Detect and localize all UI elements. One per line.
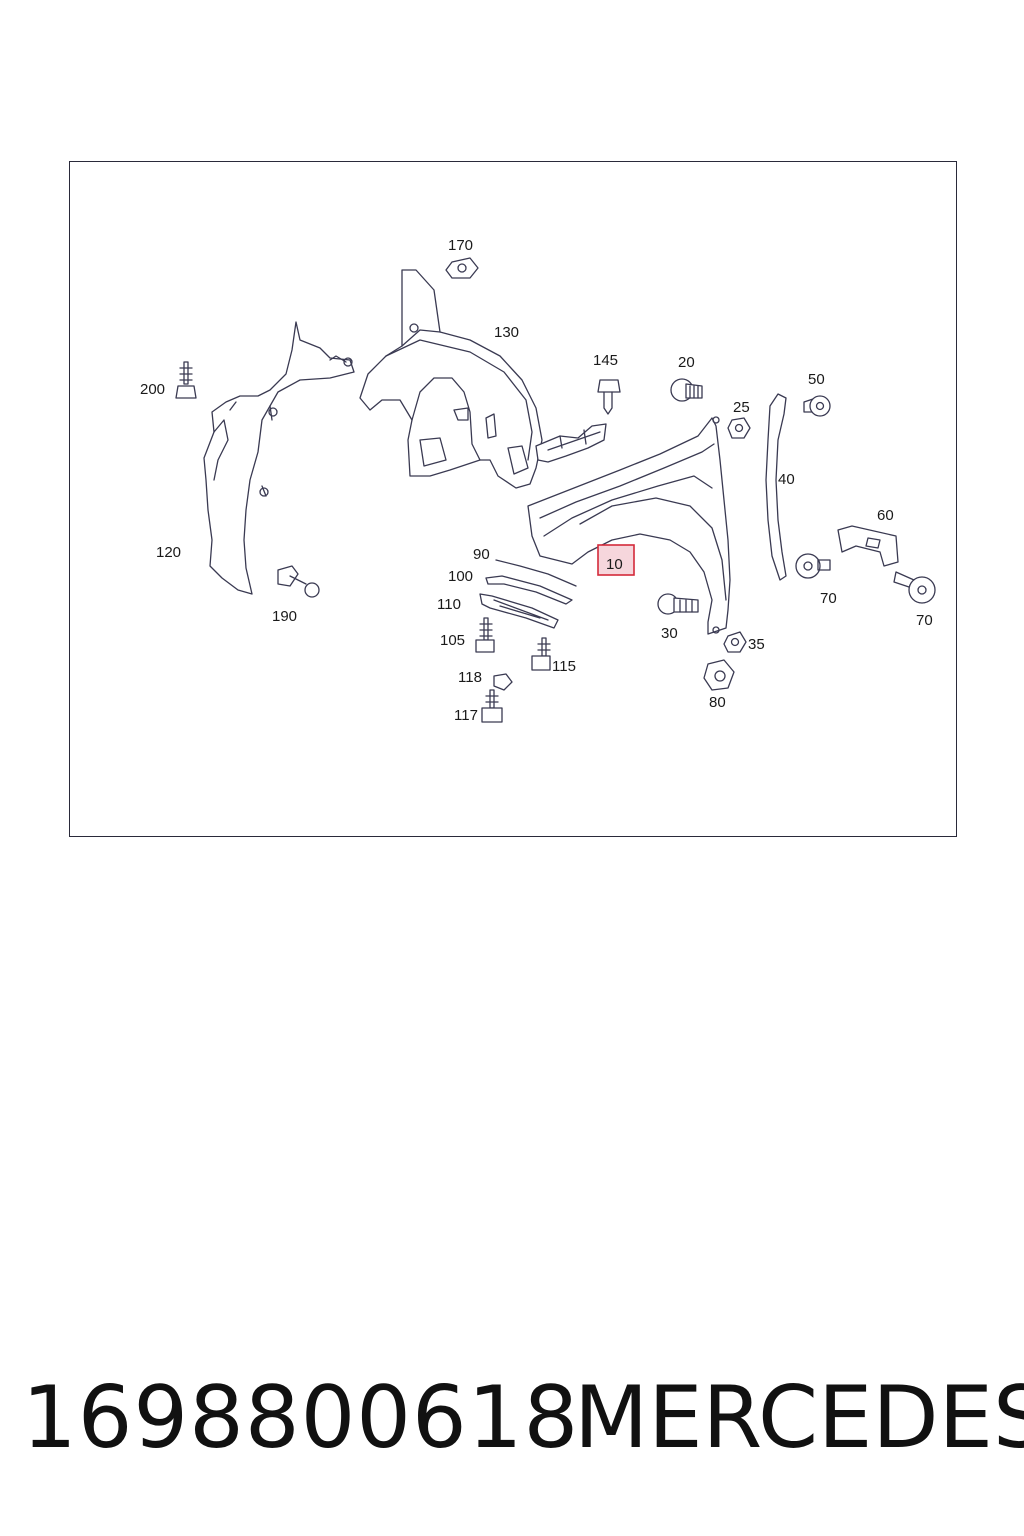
- diagram-frame: [69, 161, 957, 837]
- callout-145: 145: [593, 352, 618, 369]
- part-80-nut[interactable]: [703, 659, 735, 691]
- highlight-box-10: [597, 544, 635, 576]
- callout-60: 60: [877, 507, 894, 524]
- part-130-arch-liner[interactable]: [359, 269, 607, 489]
- part-190-clip[interactable]: [277, 565, 320, 598]
- part-100-strip[interactable]: [485, 575, 573, 605]
- part-170-nut[interactable]: [445, 257, 479, 279]
- part-30-screw[interactable]: [657, 593, 699, 615]
- part-145-clip[interactable]: [597, 379, 621, 415]
- callout-70b: 70: [916, 612, 933, 629]
- callout-10[interactable]: 10: [606, 556, 623, 573]
- part-120-wheel-liner[interactable]: [203, 321, 355, 595]
- callout-105: 105: [440, 632, 465, 649]
- callout-50: 50: [808, 371, 825, 388]
- part-118-clip[interactable]: [493, 673, 513, 691]
- part-105-screw[interactable]: [475, 617, 495, 653]
- callout-35: 35: [748, 636, 765, 653]
- callout-170: 170: [448, 237, 473, 254]
- part-115-screw[interactable]: [531, 637, 551, 671]
- part-40-seal-strip[interactable]: [765, 393, 787, 581]
- callout-100: 100: [448, 568, 473, 585]
- callout-190: 190: [272, 608, 297, 625]
- callout-80: 80: [709, 694, 726, 711]
- callout-130: 130: [494, 324, 519, 341]
- callout-70a: 70: [820, 590, 837, 607]
- callout-110: 110: [437, 596, 461, 613]
- part-20-screw[interactable]: [670, 378, 703, 402]
- part-90-strip[interactable]: [495, 559, 577, 587]
- part-110-rail[interactable]: [479, 593, 559, 629]
- part-70a-screw[interactable]: [795, 553, 831, 579]
- callout-25: 25: [733, 399, 750, 416]
- callout-40: 40: [778, 471, 795, 488]
- part-10-front-fender[interactable]: [527, 416, 731, 635]
- callout-90: 90: [473, 546, 490, 563]
- callout-120: 120: [156, 544, 181, 561]
- callout-117: 117: [454, 707, 478, 724]
- part-35-nut[interactable]: [723, 631, 747, 653]
- brand-name: MERCEDES: [574, 1368, 1024, 1468]
- part-117-screw[interactable]: [481, 689, 503, 723]
- part-50-clip[interactable]: [803, 395, 831, 417]
- part-60-bracket[interactable]: [837, 525, 899, 567]
- callout-200: 200: [140, 381, 165, 398]
- part-number: 1698800618: [22, 1368, 580, 1468]
- part-200-screw[interactable]: [175, 361, 197, 399]
- callout-118: 118: [458, 669, 482, 686]
- callout-20: 20: [678, 354, 695, 371]
- part-25-nut[interactable]: [727, 417, 751, 439]
- callout-30: 30: [661, 625, 678, 642]
- callout-115: 115: [552, 658, 576, 675]
- part-70b-screw[interactable]: [893, 571, 936, 604]
